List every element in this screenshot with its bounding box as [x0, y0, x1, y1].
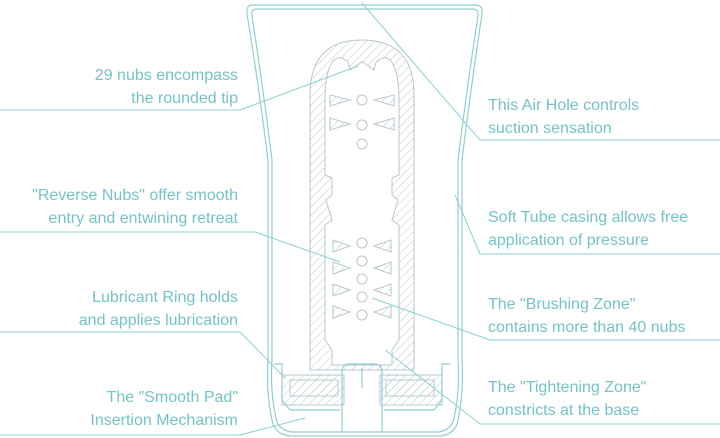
label-tip-nubs-line2: the rounded tip — [131, 90, 238, 107]
label-reverse-nubs-line1: "Reverse Nubs" offer smooth — [32, 187, 238, 204]
soft-tube-casing — [246, 4, 483, 437]
label-tightening-zone-line1: The "Tightening Zone" — [488, 379, 646, 396]
label-smooth-pad-line2: Insertion Mechanism — [90, 412, 238, 429]
label-smooth-pad-line1: The "Smooth Pad" — [107, 389, 238, 406]
label-soft-tube-line2: application of pressure — [488, 232, 649, 249]
label-reverse-nubs-line2: entry and entwining retreat — [49, 210, 239, 227]
label-brushing-zone-line1: The "Brushing Zone" — [488, 296, 635, 313]
label-tightening-zone-line2: constricts at the base — [488, 402, 639, 419]
label-brushing-zone-line2: contains more than 40 nubs — [488, 319, 685, 336]
nubs — [329, 94, 395, 321]
inner-sleeve — [309, 39, 415, 371]
base-assembly — [274, 363, 450, 432]
label-air-hole-line1: This Air Hole controls — [488, 97, 639, 114]
label-air-hole-line2: suction sensation — [488, 120, 612, 137]
label-lubricant-ring-line2: and applies lubrication — [79, 312, 238, 329]
label-lubricant-ring-line1: Lubricant Ring holds — [92, 289, 238, 306]
label-tip-nubs-line1: 29 nubs encompass — [95, 67, 238, 84]
label-soft-tube-line1: Soft Tube casing allows free — [488, 209, 688, 226]
